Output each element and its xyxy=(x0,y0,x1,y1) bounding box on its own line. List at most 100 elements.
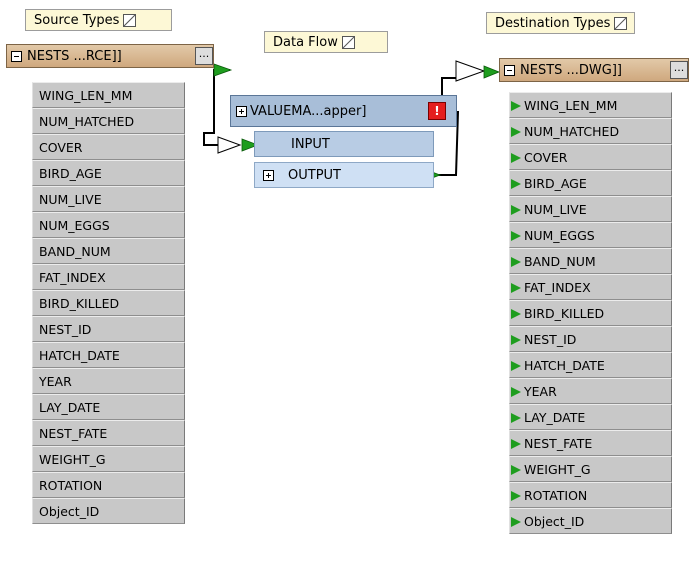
attribute-input-arrow-icon[interactable] xyxy=(511,101,521,111)
destination-attribute-label: HATCH_DATE xyxy=(524,357,605,373)
destination-attribute[interactable]: YEAR xyxy=(509,378,672,404)
source-attribute[interactable]: NUM_HATCHED xyxy=(32,108,185,134)
destination-attribute-label: BAND_NUM xyxy=(524,253,596,269)
attribute-input-arrow-icon[interactable] xyxy=(511,439,521,449)
destination-feature-type-name: NESTS ...DWG]] xyxy=(520,62,622,78)
destination-input-port-icon[interactable] xyxy=(483,65,501,79)
destination-attribute[interactable]: NEST_FATE xyxy=(509,430,672,456)
attribute-input-arrow-icon[interactable] xyxy=(511,465,521,475)
attribute-input-arrow-icon[interactable] xyxy=(511,231,521,241)
destination-attribute-label: YEAR xyxy=(524,383,557,399)
destination-attribute[interactable]: NEST_ID xyxy=(509,326,672,352)
source-attribute[interactable]: NEST_FATE xyxy=(32,420,185,446)
destination-attribute-label: NUM_LIVE xyxy=(524,201,587,217)
input-port-label: INPUT xyxy=(291,136,330,152)
source-feature-type-header[interactable]: NESTS ...RCE]] ... xyxy=(6,44,214,68)
source-attribute[interactable]: NUM_EGGS xyxy=(32,212,185,238)
source-attribute[interactable]: BIRD_AGE xyxy=(32,160,185,186)
data-flow-bookmark[interactable]: Data Flow xyxy=(264,31,388,53)
source-attribute[interactable]: FAT_INDEX xyxy=(32,264,185,290)
source-attribute[interactable]: NUM_LIVE xyxy=(32,186,185,212)
attribute-input-arrow-icon[interactable] xyxy=(511,257,521,267)
destination-attribute-label: ROTATION xyxy=(524,487,588,503)
attribute-input-arrow-icon[interactable] xyxy=(511,309,521,319)
destination-attribute[interactable]: ROTATION xyxy=(509,482,672,508)
collapse-icon[interactable] xyxy=(11,50,22,62)
source-attribute[interactable]: NEST_ID xyxy=(32,316,185,342)
destination-attribute[interactable]: FAT_INDEX xyxy=(509,274,672,300)
destination-attribute[interactable]: BIRD_KILLED xyxy=(509,300,672,326)
source-feature-type-name: NESTS ...RCE]] xyxy=(27,48,122,64)
transformer-name: VALUEMA...apper] xyxy=(250,103,367,119)
attribute-input-arrow-icon[interactable] xyxy=(511,387,521,397)
source-attribute[interactable]: COVER xyxy=(32,134,185,160)
connection-arrow-outline xyxy=(217,136,242,154)
destination-attribute[interactable]: COVER xyxy=(509,144,672,170)
attribute-input-arrow-icon[interactable] xyxy=(511,361,521,371)
destination-types-bookmark[interactable]: Destination Types xyxy=(486,12,635,34)
destination-attribute-label: NUM_HATCHED xyxy=(524,123,620,139)
expand-icon[interactable] xyxy=(236,105,247,117)
bookmark-label: Source Types xyxy=(34,12,120,28)
collapse-corner-icon[interactable] xyxy=(123,13,137,27)
destination-feature-type-menu-button[interactable]: ... xyxy=(670,61,688,79)
destination-attribute[interactable]: BIRD_AGE xyxy=(509,170,672,196)
destination-attribute-label: NEST_FATE xyxy=(524,435,593,451)
source-attribute[interactable]: WEIGHT_G xyxy=(32,446,185,472)
source-attribute[interactable]: Object_ID xyxy=(32,498,185,524)
attribute-input-arrow-icon[interactable] xyxy=(511,205,521,215)
source-attribute[interactable]: BAND_NUM xyxy=(32,238,185,264)
transformer-output-port[interactable]: OUTPUT xyxy=(254,162,434,188)
input-port-icon[interactable] xyxy=(241,138,260,152)
source-attribute[interactable]: WING_LEN_MM xyxy=(32,82,185,108)
transformer-header[interactable]: VALUEMA...apper] ! xyxy=(230,95,457,127)
attribute-input-arrow-icon[interactable] xyxy=(511,179,521,189)
destination-feature-type-header[interactable]: NESTS ...DWG]] ... xyxy=(499,58,689,82)
source-attribute[interactable]: YEAR xyxy=(32,368,185,394)
source-attribute[interactable]: BIRD_KILLED xyxy=(32,290,185,316)
attribute-input-arrow-icon[interactable] xyxy=(511,153,521,163)
destination-attribute[interactable]: Object_ID xyxy=(509,508,672,534)
destination-attribute[interactable]: WEIGHT_G xyxy=(509,456,672,482)
destination-attribute-label: Object_ID xyxy=(524,513,585,529)
destination-attribute-list: WING_LEN_MM NUM_HATCHED COVER BIRD_AGE N… xyxy=(509,92,672,534)
destination-attribute-label: LAY_DATE xyxy=(524,409,586,425)
destination-attribute-label: FAT_INDEX xyxy=(524,279,591,295)
warning-button[interactable]: ! xyxy=(428,102,446,120)
transformer-input-port[interactable]: INPUT xyxy=(254,131,434,157)
destination-attribute[interactable]: BAND_NUM xyxy=(509,248,672,274)
destination-attribute-label: BIRD_KILLED xyxy=(524,305,605,321)
destination-attribute-label: NUM_EGGS xyxy=(524,227,595,243)
destination-attribute[interactable]: NUM_EGGS xyxy=(509,222,672,248)
source-output-port-icon[interactable] xyxy=(213,63,233,77)
destination-attribute-label: WEIGHT_G xyxy=(524,461,591,477)
collapse-icon[interactable] xyxy=(504,64,515,76)
destination-attribute[interactable]: NUM_HATCHED xyxy=(509,118,672,144)
attribute-input-arrow-icon[interactable] xyxy=(511,127,521,137)
source-feature-type-menu-button[interactable]: ... xyxy=(195,47,213,65)
connection-arrow-outline xyxy=(455,60,486,82)
output-port-label: OUTPUT xyxy=(288,167,341,183)
source-attribute-list: WING_LEN_MM NUM_HATCHED COVER BIRD_AGE N… xyxy=(32,82,185,524)
attribute-input-arrow-icon[interactable] xyxy=(511,335,521,345)
source-attribute[interactable]: LAY_DATE xyxy=(32,394,185,420)
destination-attribute[interactable]: NUM_LIVE xyxy=(509,196,672,222)
destination-attribute-label: NEST_ID xyxy=(524,331,577,347)
bookmark-label: Data Flow xyxy=(273,34,338,50)
attribute-input-arrow-icon[interactable] xyxy=(511,517,521,527)
source-attribute[interactable]: ROTATION xyxy=(32,472,185,498)
destination-attribute-label: BIRD_AGE xyxy=(524,175,587,191)
attribute-input-arrow-icon[interactable] xyxy=(511,491,521,501)
source-types-bookmark[interactable]: Source Types xyxy=(25,9,172,31)
attribute-input-arrow-icon[interactable] xyxy=(511,413,521,423)
source-attribute[interactable]: HATCH_DATE xyxy=(32,342,185,368)
destination-attribute-label: WING_LEN_MM xyxy=(524,97,618,113)
collapse-corner-icon[interactable] xyxy=(341,35,355,49)
destination-attribute[interactable]: WING_LEN_MM xyxy=(509,92,672,118)
destination-attribute-label: COVER xyxy=(524,149,568,165)
collapse-corner-icon[interactable] xyxy=(614,16,628,30)
attribute-input-arrow-icon[interactable] xyxy=(511,283,521,293)
destination-attribute[interactable]: LAY_DATE xyxy=(509,404,672,430)
destination-attribute[interactable]: HATCH_DATE xyxy=(509,352,672,378)
expand-icon[interactable] xyxy=(263,169,274,181)
